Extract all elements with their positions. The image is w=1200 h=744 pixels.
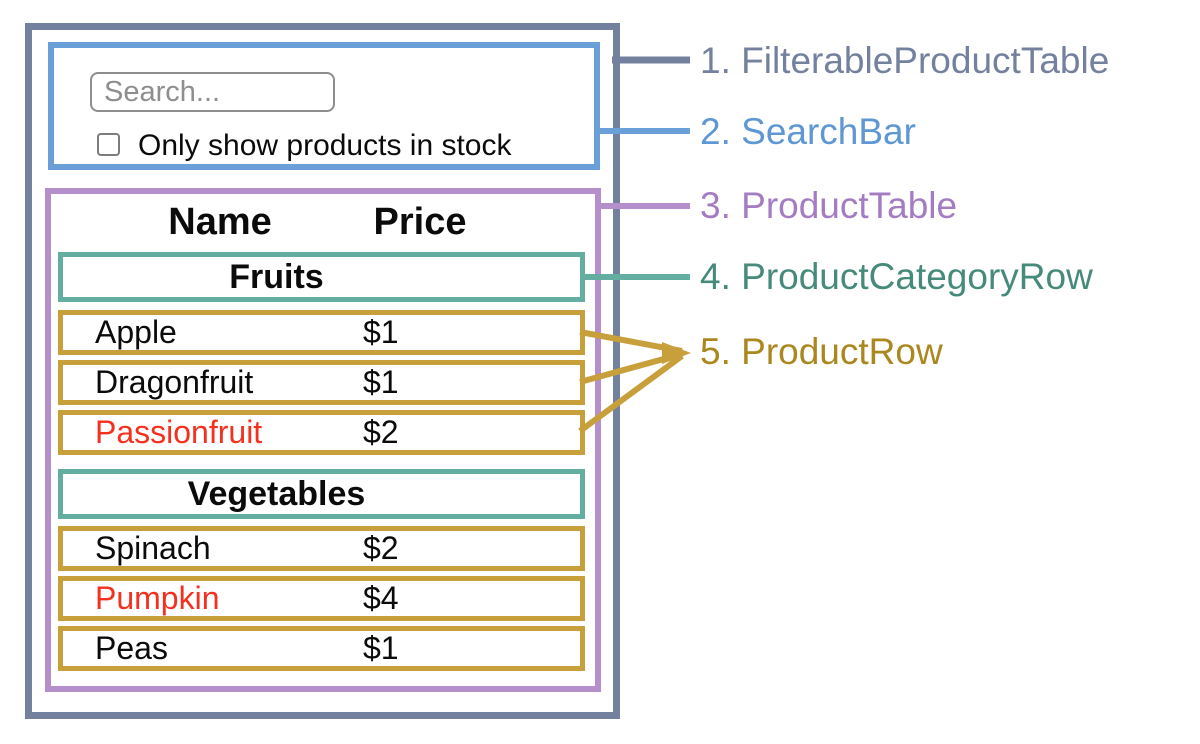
product-price: $1: [363, 314, 399, 350]
label-product-table: 3. ProductTable: [700, 185, 958, 226]
product-name-out-of-stock: Pumpkin: [95, 580, 220, 616]
product-row-pumpkin: Pumpkin $4: [58, 576, 585, 621]
category-label: Fruits: [229, 257, 324, 296]
in-stock-checkbox[interactable]: [97, 133, 120, 156]
product-name: Apple: [95, 314, 177, 350]
product-row-apple: Apple $1: [58, 310, 585, 355]
product-row-dragonfruit: Dragonfruit $1: [58, 360, 585, 405]
product-row-passionfruit: Passionfruit $2: [58, 410, 585, 455]
product-name: Dragonfruit: [95, 364, 254, 400]
arrowhead-product-row: [662, 342, 691, 364]
in-stock-checkbox-label: Only show products in stock: [138, 129, 512, 162]
product-price: $4: [363, 580, 399, 616]
product-row-spinach: Spinach $2: [58, 526, 585, 571]
product-price: $1: [363, 364, 399, 400]
category-row-fruits: Fruits: [58, 252, 585, 302]
column-header-price: Price: [373, 201, 467, 243]
label-search-bar: 2. SearchBar: [700, 111, 916, 152]
label-filterable-product-table: 1. FilterableProductTable: [700, 40, 1110, 81]
product-name: Spinach: [95, 530, 211, 566]
label-product-row: 5. ProductRow: [700, 331, 943, 372]
column-header-name: Name: [168, 201, 272, 243]
category-row-vegetables: Vegetables: [58, 469, 585, 519]
search-bar-box: Only show products in stock: [48, 42, 600, 170]
product-name: Peas: [95, 630, 168, 666]
label-product-category-row: 4. ProductCategoryRow: [700, 256, 1093, 297]
product-price: $2: [363, 414, 399, 450]
product-row-peas: Peas $1: [58, 626, 585, 671]
product-price: $2: [363, 530, 399, 566]
product-price: $1: [363, 630, 399, 666]
search-input[interactable]: [90, 72, 335, 112]
category-label: Vegetables: [187, 474, 366, 513]
product-name-out-of-stock: Passionfruit: [95, 414, 263, 450]
product-table-box: Name Price Fruits Apple $1 Dragonfruit $…: [45, 188, 601, 692]
